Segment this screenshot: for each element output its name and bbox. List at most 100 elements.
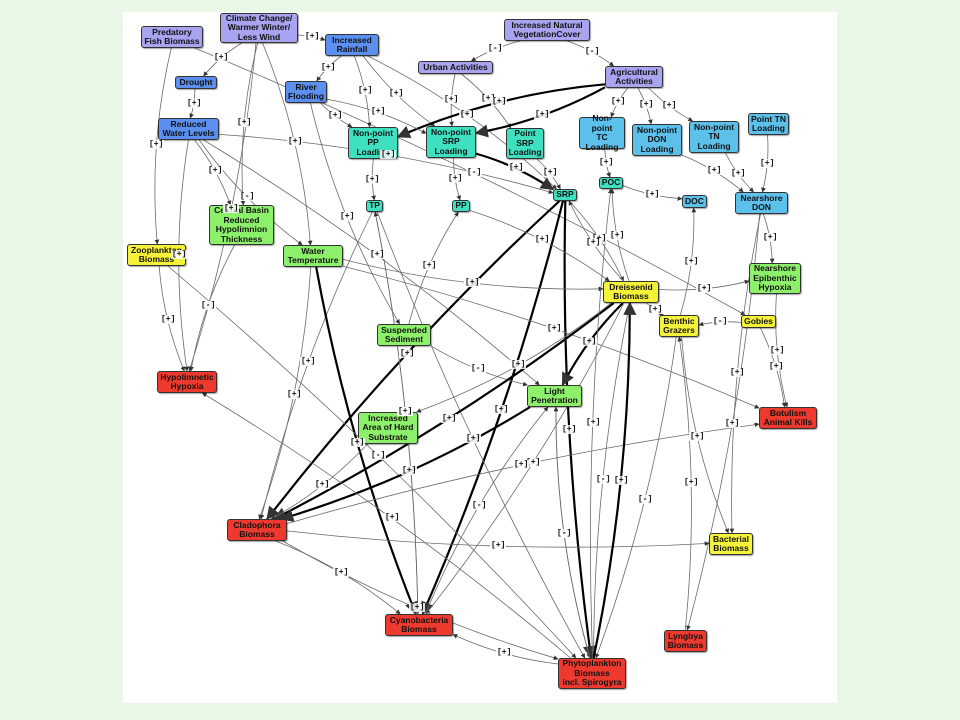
edge-label-cyano-to-tp: [+] <box>397 407 414 416</box>
node-nearshore-epibenthic-hypoxia: Nearshore Epibenthic Hypoxia <box>749 263 801 294</box>
node-hypolimnetic-hypoxia: Hypolimnetic Hypoxia <box>157 371 217 393</box>
edge-label-agri-to-npdon: [+] <box>638 100 655 109</box>
node-non-point-srp-loading: Non-point SRP Loading <box>426 126 476 158</box>
edge-layer <box>154 34 789 665</box>
edge-label-zoop-to-hypolim: [+] <box>160 315 177 324</box>
node-lyngbya-biomass: Lyngbya Biomass <box>664 630 707 652</box>
edge-label-climate-to-hypolim: [+] <box>223 204 240 213</box>
edge-clado-to-phyto <box>282 540 559 661</box>
edge-label-drought-to-waterlev: [+] <box>186 99 203 108</box>
node-predatory-fish-biomass: Predatory Fish Biomass <box>141 26 203 48</box>
edge-label-clado-to-bact: [+] <box>490 541 507 550</box>
edge-label-pp-to-dreiss: [+] <box>534 235 551 244</box>
node-gobies: Gobies <box>741 315 776 328</box>
edge-label-clado-to-cyano: [+] <box>333 568 350 577</box>
edge-label-watertemp-to-botulism: [+] <box>546 324 563 333</box>
edge-label-agri-to-nptc: [+] <box>610 97 627 106</box>
node-water-temperature: Water Temperature <box>283 245 343 267</box>
node-pp: PP <box>452 200 470 212</box>
edge-label-rainfall-to-flooding: [+] <box>320 63 337 72</box>
edge-label-agri-to-nppp: [+] <box>491 97 508 106</box>
edge-label-urban-to-npsrp: [+] <box>443 95 460 104</box>
edge-label-nptc-to-poc: [+] <box>598 158 615 167</box>
node-benthic-grazers: Benthic Grazers <box>659 315 699 337</box>
edge-label-climate-to-drought: [+] <box>213 53 230 62</box>
edge-label-phyto-to-cyano: [+] <box>496 648 513 657</box>
node-increased-rainfall: Increased Rainfall <box>325 34 379 56</box>
edge-label-gobies-to-benthic: [-] <box>712 317 729 326</box>
edge-label-predatory-to-gobies: [-] <box>466 168 483 177</box>
edge-dreiss-to-hardsub <box>416 302 612 413</box>
edge-label-dreiss-to-hardsub: [+] <box>510 360 527 369</box>
edge-label-watertemp-to-clado: [+] <box>286 390 303 399</box>
diagram-canvas: Predatory Fish Biomass Climate Change/ W… <box>123 12 837 703</box>
node-drought: Drought <box>175 76 217 89</box>
edge-label-poc-to-doc: [+] <box>644 190 661 199</box>
edge-label-rainfall-to-nppp: [+] <box>357 86 374 95</box>
edge-label-agri-to-nptn: [+] <box>661 101 678 110</box>
edge-label-central-to-hypolim: [-] <box>200 301 217 310</box>
edge-label-phyto-to-hypolim: [+] <box>384 513 401 522</box>
edge-rainfall-to-srp <box>367 55 557 190</box>
edge-label-waterlev-to-light: [+] <box>369 250 386 259</box>
edge-label-dreiss-to-benthic: [+] <box>647 305 664 314</box>
node-zooplankton-biomass: Zooplankton Biomass <box>127 244 186 266</box>
edge-label-sediment-to-light: [-] <box>470 364 487 373</box>
edge-label-nsdon-to-nshyp: [+] <box>762 233 779 242</box>
edge-label-natveg-to-urban: [-] <box>487 44 504 53</box>
node-bacterial-biomass: Bacterial Biomass <box>709 533 753 555</box>
node-increased-area-of-hard-substrate: Increased Area of Hard Substrate <box>358 412 418 444</box>
edge-label-dreiss-to-phyto: [-] <box>595 475 612 484</box>
edge-label-dreiss-to-poc: [+] <box>609 231 626 240</box>
edge-label-flooding-to-nppp: [+] <box>327 111 344 120</box>
edge-label-climate-to-central: [+] <box>236 118 253 127</box>
node-dreissenid-biomass: Dreissenid Biomass <box>603 281 659 303</box>
node-nearshore-don: Nearshore DON <box>735 192 788 214</box>
edge-label-psrp-to-srp: [+] <box>542 168 559 177</box>
edge-label-nshyp-to-botulism: [+] <box>769 346 786 355</box>
edge-label-npsrp-to-pp: [+] <box>447 174 464 183</box>
edge-label-waterlev-to-srp: [+] <box>380 150 397 159</box>
edge-label-phyto-to-dreiss: [+] <box>613 476 630 485</box>
node-central-basin-reduced-hypolimnion-thickness: Central Basin Reduced Hypolimnion Thickn… <box>209 205 274 245</box>
edge-cyano-to-light <box>425 406 549 615</box>
edge-watertemp-to-clado <box>258 266 312 520</box>
edge-label-nsdon-to-lyngbya: [+] <box>724 419 741 428</box>
node-non-point-don-loading: Non-point DON Loading <box>632 124 682 156</box>
edge-label-flooding-to-npsrp: [+] <box>370 107 387 116</box>
edge-label-npsrp-to-srp: [+] <box>508 163 525 172</box>
edge-label-npdon-to-nsdon: [+] <box>706 166 723 175</box>
edge-label-lyngbya-to-benthic: [+] <box>683 478 700 487</box>
edge-label-srp-to-phyto: [+] <box>561 425 578 434</box>
edge-label-benthic-to-doc: [+] <box>683 257 700 266</box>
node-non-point-tn-loading: Non-point TN Loading <box>689 121 739 153</box>
edge-label-flooding-to-sediment: [+] <box>339 212 356 221</box>
edge-label-srp-to-clado: [+] <box>399 349 416 358</box>
edge-label-rainfall-to-npsrp: [+] <box>388 89 405 98</box>
edge-label-dreiss-to-cyano: [+] <box>525 458 542 467</box>
node-light-penetration: Light Penetration <box>527 385 582 407</box>
node-tp: TP <box>366 200 383 212</box>
node-cladophora-biomass: Cladophora Biomass <box>227 519 287 541</box>
edge-label-nptn-to-nsdon: [+] <box>730 169 747 178</box>
edge-label-urban-to-psrp: [+] <box>480 94 497 103</box>
edge-label-phyto-to-light: [-] <box>556 529 573 538</box>
node-climate-change: Climate Change/ Warmer Winter/ Less Wind <box>220 13 298 43</box>
node-suspended-sediment: Suspended Sediment <box>377 324 431 346</box>
node-cyanobacteria-biomass: Cyanobacteria Biomass <box>385 614 453 636</box>
edge-label-clado-to-phyto: [+] <box>409 603 426 612</box>
node-phytoplankton-biomass: Phytoplankton Biomass incl. Spirogyra <box>558 658 626 689</box>
edge-label-climate-to-rainfall: [+] <box>304 32 321 41</box>
node-srp: SRP <box>553 189 577 201</box>
edge-label-benthic-to-phyto: [-] <box>637 495 654 504</box>
edge-label-tp-to-phyto: [+] <box>465 434 482 443</box>
node-point-tn-loading: Point TN Loading <box>748 113 789 135</box>
edge-label-nsdon-to-bact: [+] <box>729 368 746 377</box>
edge-label-cyano-to-light: [-] <box>471 501 488 510</box>
edge-label-srp-to-cyano: [+] <box>493 405 510 414</box>
edge-predatory-to-gobies <box>194 47 746 316</box>
edge-label-gobies-to-botulism: [+] <box>768 362 785 371</box>
node-point-srp-loading: Point SRP Loading <box>506 128 544 159</box>
edge-label-natveg-to-agri: [-] <box>584 47 601 56</box>
edge-label-climate-to-watertemp: [+] <box>287 137 304 146</box>
